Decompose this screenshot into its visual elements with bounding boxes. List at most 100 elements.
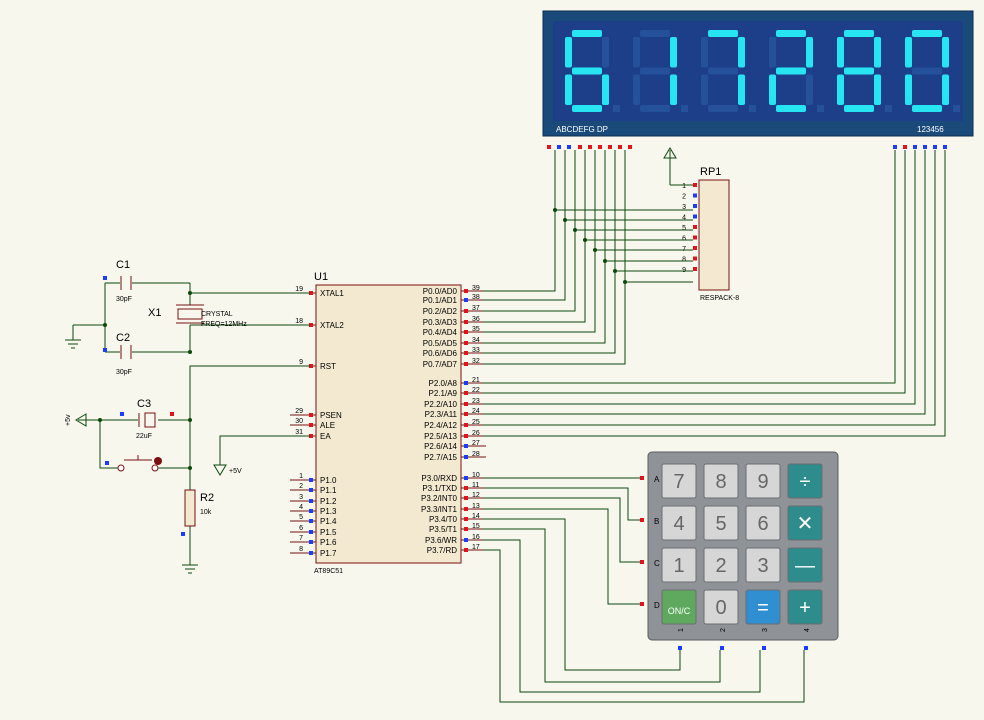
segment-e	[633, 74, 640, 105]
pin-number: 18	[295, 318, 303, 325]
pin-name: P3.5/T1	[429, 525, 458, 534]
rp1-pin-num: 4	[682, 215, 686, 222]
digit-4	[769, 30, 824, 112]
segment-b	[670, 37, 677, 68]
segment-e	[769, 74, 776, 105]
row-label: D	[654, 601, 660, 610]
x1-ref: X1	[148, 307, 161, 319]
key-1-2[interactable]: 6	[745, 505, 781, 541]
key-label: 1	[673, 555, 684, 577]
key-0-1[interactable]: 8	[703, 463, 739, 499]
key-3-1[interactable]: 0	[703, 589, 739, 625]
key-0-2[interactable]: 9	[745, 463, 781, 499]
digit-3	[701, 30, 756, 112]
key-1-1[interactable]: 5	[703, 505, 739, 541]
key-label: 5	[715, 513, 726, 535]
pin-number: 33	[472, 347, 480, 354]
key-1-0[interactable]: 4	[661, 505, 697, 541]
c3-capacitor[interactable]: C3 22uF	[120, 398, 174, 440]
keypad-row-D: D	[640, 601, 660, 610]
segment-a	[708, 30, 738, 37]
keypad-row-C: C	[640, 559, 660, 568]
rp1-pin-4: 4	[682, 214, 697, 222]
key-3-3[interactable]: +	[787, 589, 823, 625]
key-2-1[interactable]: 2	[703, 547, 739, 583]
col-label: 1	[678, 628, 685, 632]
segment-a	[640, 30, 670, 37]
key-2-0[interactable]: 1	[661, 547, 697, 583]
pin-name: P2.0/A8	[429, 379, 458, 388]
pin-number: 39	[472, 285, 480, 292]
c1-value: 30pF	[116, 296, 132, 303]
c2-value: 30pF	[116, 369, 132, 376]
c1-capacitor[interactable]: C1 30pF	[103, 259, 132, 303]
key-0-0[interactable]: 7	[661, 463, 697, 499]
key-label: =	[757, 597, 769, 619]
rp1-pin-num: 2	[682, 194, 686, 201]
key-1-3[interactable]: ✕	[787, 505, 823, 541]
keypad-col-1: 1	[678, 628, 685, 650]
key-0-3[interactable]: ÷	[787, 463, 823, 499]
reset-pushbutton[interactable]	[105, 455, 162, 472]
segment-b	[942, 37, 949, 68]
seven-segment-display[interactable]: ABCDEFG DP 123456	[542, 10, 974, 137]
key-label: 7	[673, 471, 684, 493]
pin-number: 11	[472, 482, 479, 489]
key-3-2[interactable]: =	[745, 589, 781, 625]
pin-number: 25	[472, 419, 480, 426]
pin-name: PSEN	[320, 411, 342, 420]
pin-number: 27	[472, 440, 480, 447]
pin-name: P1.1	[320, 486, 337, 495]
segment-c	[602, 74, 609, 105]
key-3-0[interactable]: ON/C	[661, 589, 697, 625]
x1-crystal[interactable]: X1 CRYSTAL FREQ=12MHz	[148, 304, 247, 328]
pin-number: 22	[472, 387, 480, 394]
p0-wires	[483, 150, 693, 365]
digit-2	[633, 30, 688, 112]
row-label: A	[654, 475, 660, 484]
r2-resistor[interactable]: R2 10k	[181, 489, 214, 536]
key-2-2[interactable]: 3	[745, 547, 781, 583]
key-2-3[interactable]: —	[787, 547, 823, 583]
c2-capacitor[interactable]: C2 30pF	[103, 332, 132, 376]
pin-name: P0.3/AD3	[423, 318, 458, 327]
